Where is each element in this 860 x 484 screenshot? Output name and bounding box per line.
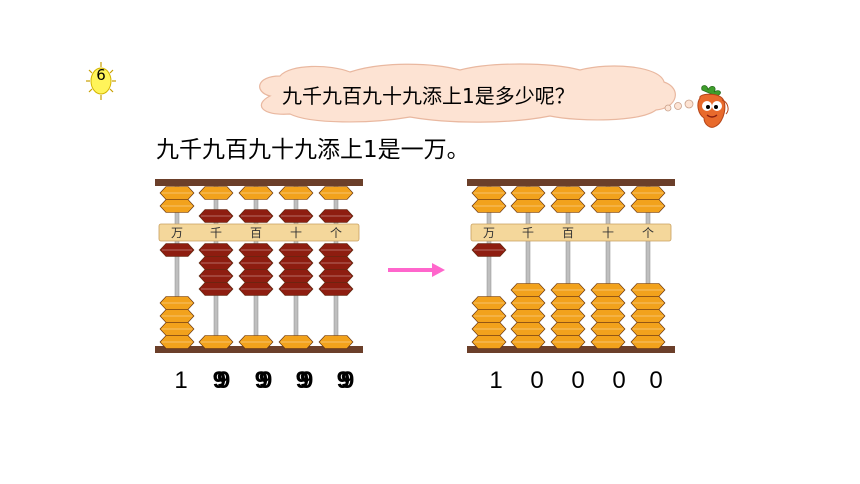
digit-qian: 0 [530,367,544,394]
abacus-bottom-bar [467,346,675,353]
bead-upper-qian [198,209,234,223]
digit-shi: 0 [612,367,626,394]
bead-upper-ge [318,186,354,200]
bead-lower-wan [159,335,195,349]
place-label-ge: 个 [330,226,342,240]
place-label-qian: 千 [522,226,534,240]
abacus-beam [470,223,672,242]
thought-cloud [259,63,676,123]
place-label-wan: 万 [171,226,183,240]
place-label-bai: 百 [562,226,574,240]
bead-upper-shi [278,209,314,223]
abacus-before: 万千百十个 [155,179,363,353]
bead-lower-ge [318,335,354,349]
thought-bubbles-icon [664,99,694,112]
arrow-right-icon [388,263,445,277]
digit-shi: 99 [295,367,314,394]
digit-bai: 0 [571,367,585,394]
bead-lower-bai [238,335,274,349]
question-number-badge-icon [86,62,116,100]
place-label-wan: 万 [483,226,495,240]
abacus-top-bar [467,179,675,186]
digit-qian: 99 [212,367,231,394]
bead-lower-wan [159,243,195,257]
abacus-after: 万千百十个 [467,179,675,353]
abacus-bottom-bar [155,346,363,353]
bead-lower-bai [550,335,586,349]
bead-upper-qian [510,199,546,213]
answer-text: 九千九百九十九添上1是一万。 [156,137,470,163]
place-label-shi: 十 [602,226,614,240]
question-number: 6 [96,66,106,84]
digit-wan: 1 [489,367,503,394]
bead-upper-wan [471,199,507,213]
bead-lower-wan [471,243,507,257]
bead-lower-wan [471,335,507,349]
bead-upper-wan [159,199,195,213]
bead-lower-qian [510,335,546,349]
bead-lower-shi [278,335,314,349]
bead-lower-shi [278,282,314,296]
digit-bai: 99 [254,367,273,394]
digit-ge: 0 [649,367,663,394]
bead-upper-bai [550,199,586,213]
bead-upper-qian [198,186,234,200]
bead-lower-ge [630,335,666,349]
place-label-ge: 个 [642,226,654,240]
bead-lower-bai [238,282,274,296]
abacus-top-bar [155,179,363,186]
digits-before: 1 99 99 99 99 [169,367,369,397]
place-label-shi: 十 [290,226,302,240]
place-label-bai: 百 [250,226,262,240]
bead-upper-ge [318,209,354,223]
bead-upper-bai [238,186,274,200]
bead-lower-qian [198,335,234,349]
abacus-beam [158,223,360,242]
bead-upper-shi [278,186,314,200]
bead-lower-shi [590,335,626,349]
question-text: 九千九百九十九添上1是多少呢？ [282,84,575,108]
digit-ge: 99 [336,367,355,394]
digits-after: 1 0 0 0 0 [484,367,684,397]
carrot-character-icon [697,85,729,128]
bead-lower-qian [198,282,234,296]
bead-lower-ge [318,282,354,296]
place-label-qian: 千 [210,226,222,240]
bead-upper-ge [630,199,666,213]
digit-wan: 1 [174,367,188,394]
bead-upper-shi [590,199,626,213]
bead-upper-bai [238,209,274,223]
